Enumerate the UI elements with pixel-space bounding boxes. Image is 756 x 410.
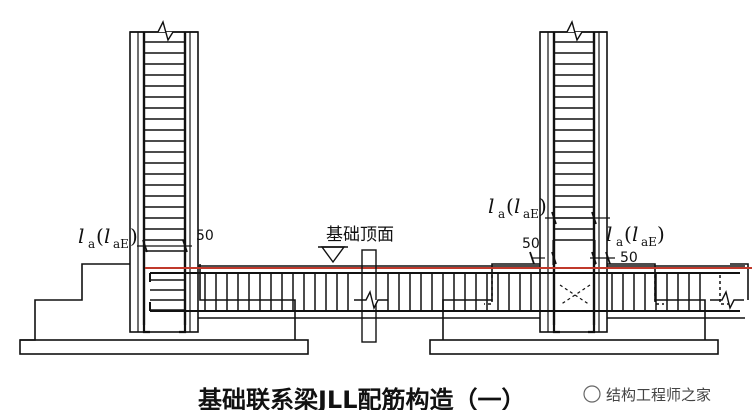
right-lower-anchor-sub-a: a (616, 235, 623, 249)
left-anchor-sub-ae: aE (113, 237, 129, 251)
left-foundation-step-outline (20, 263, 130, 341)
foundation-top-marker: 基础顶面 (318, 225, 394, 264)
right-dimensions (529, 211, 615, 265)
right-upper-anchor-l: l (488, 194, 494, 218)
right-upper-anchor-italic-l: l (514, 194, 520, 218)
left-column-hook-right (179, 325, 187, 334)
left-foundation-right-step (199, 264, 296, 340)
right-lower-anchor-italic-l: l (632, 222, 638, 246)
right-upper-anchor-paren-close: ) (539, 194, 547, 218)
left-foundation (19, 263, 309, 355)
left-column-break-mark (130, 20, 198, 42)
right-foundation-base-slab (429, 339, 719, 355)
right-dim-lower-tick-4 (605, 251, 611, 265)
beam-stirrups (204, 273, 701, 311)
foundation-top-triangle-icon (320, 246, 346, 264)
left-anchor-sub-a: a (88, 237, 95, 251)
right-foundation-edge (730, 263, 749, 300)
right-dim-50-label-a: 50 (522, 236, 540, 252)
right-lower-anchor-paren-open: ( (624, 222, 632, 246)
left-foundation-base-slab (19, 339, 309, 355)
foundation-top-label: 基础顶面 (326, 225, 394, 245)
right-column-break-mark (540, 20, 607, 42)
right-column (539, 20, 608, 334)
right-upper-anchor-paren-open: ( (506, 194, 514, 218)
joint-cross-2 (559, 284, 591, 306)
tie-beam (145, 265, 752, 319)
right-lower-anchor-sub-ae: aE (641, 235, 657, 249)
left-anchor-italic-l: l (104, 224, 110, 248)
right-upper-anchor-sub-ae: aE (523, 207, 539, 221)
center-post (361, 249, 377, 343)
right-dim-upper-tick-1 (551, 211, 557, 225)
left-dim-50-label: 50 (196, 228, 214, 244)
left-column-outline (129, 31, 199, 333)
figure-caption: 基础联系梁JLL配筋构造（一） (198, 386, 526, 410)
left-anchor-paren-open: ( (96, 224, 104, 248)
left-column-stirrups (144, 41, 185, 311)
right-column-stirrups (554, 41, 594, 241)
right-dim-lower-tick-1 (529, 251, 535, 265)
left-column (129, 20, 199, 334)
left-column-hook-left (142, 325, 150, 334)
right-column-hook-right (588, 325, 596, 334)
right-column-hook-left (552, 325, 560, 334)
right-dim-50-label-b: 50 (620, 250, 638, 266)
break-lines (354, 249, 744, 343)
right-lower-anchor-l: l (606, 222, 612, 246)
watermark-logo-icon (583, 385, 601, 403)
beam-break-mark-right (710, 289, 744, 311)
watermark: 结构工程师之家 (583, 385, 711, 404)
right-column-outline (539, 31, 608, 333)
beam-break-mark-center (354, 289, 388, 311)
left-dim-tick-1 (142, 239, 148, 253)
left-anchor-paren-close: ) (130, 224, 138, 248)
watermark-text: 结构工程师之家 (606, 386, 711, 404)
right-upper-anchor-sub-a: a (498, 207, 505, 221)
left-anchor-l: l (78, 224, 84, 248)
left-dimensions (137, 239, 192, 253)
right-lower-anchor-paren-close: ) (657, 222, 665, 246)
right-dim-upper-tick-2 (591, 211, 597, 225)
